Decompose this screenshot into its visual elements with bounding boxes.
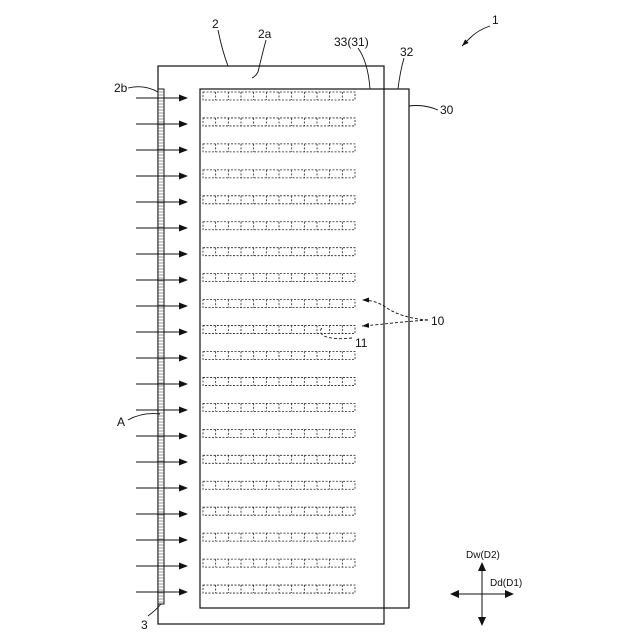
label-cell: 11 [355, 336, 368, 350]
container-inner-leader [358, 48, 370, 89]
cell-row [203, 377, 355, 385]
cell-row [203, 507, 355, 515]
container-wall-leader [398, 58, 404, 89]
container-frame [200, 89, 409, 608]
cell-rows [203, 92, 355, 593]
cell-row [203, 274, 355, 282]
label-housing-inner: 2a [258, 27, 272, 41]
housing-side-leader [128, 87, 158, 92]
shield-strip-leader [148, 604, 161, 616]
cell-row [203, 170, 355, 178]
cell-row [203, 92, 355, 100]
housing-frame [158, 66, 384, 624]
cell-group-leader-lower [362, 320, 428, 326]
label-cell-group: 10 [431, 314, 445, 328]
shield-strip [158, 89, 164, 604]
container-leader [409, 106, 438, 111]
axis-left-arrow [450, 590, 459, 598]
axis-right-arrow [505, 590, 514, 598]
label-region-a: A [117, 415, 125, 429]
cell-row [203, 118, 355, 126]
cell-group-leader-upper [362, 300, 428, 320]
axis-up-arrow [478, 562, 486, 571]
housing-inner-leader [252, 40, 266, 78]
label-axis-vertical: Dw(D2) [466, 550, 500, 561]
label-container: 30 [440, 103, 454, 117]
cell-row [203, 144, 355, 152]
direction-axes [450, 562, 514, 626]
region-a-leader [128, 414, 160, 420]
cell-row [203, 352, 355, 360]
cell-row [203, 403, 355, 411]
cell-row [203, 455, 355, 463]
device-leader [462, 26, 490, 46]
cell-row [203, 300, 355, 308]
cell-row [203, 326, 355, 334]
housing-leader [218, 30, 228, 66]
cell-row [203, 481, 355, 489]
label-container-inner: 33(31) [334, 35, 369, 49]
cell-row [203, 533, 355, 541]
label-axis-horizontal: Dd(D1) [490, 578, 522, 589]
label-shield-strip: 3 [141, 618, 148, 632]
label-housing: 2 [212, 17, 219, 31]
cell-row [203, 585, 355, 593]
cell-row [203, 429, 355, 437]
cell-row [203, 222, 355, 230]
cell-row [203, 196, 355, 204]
label-device: 1 [492, 13, 499, 27]
axis-down-arrow [478, 617, 486, 626]
cell-row [203, 559, 355, 567]
label-container-wall: 32 [400, 45, 414, 59]
cell-row [203, 248, 355, 256]
label-housing-side: 2b [114, 81, 128, 95]
